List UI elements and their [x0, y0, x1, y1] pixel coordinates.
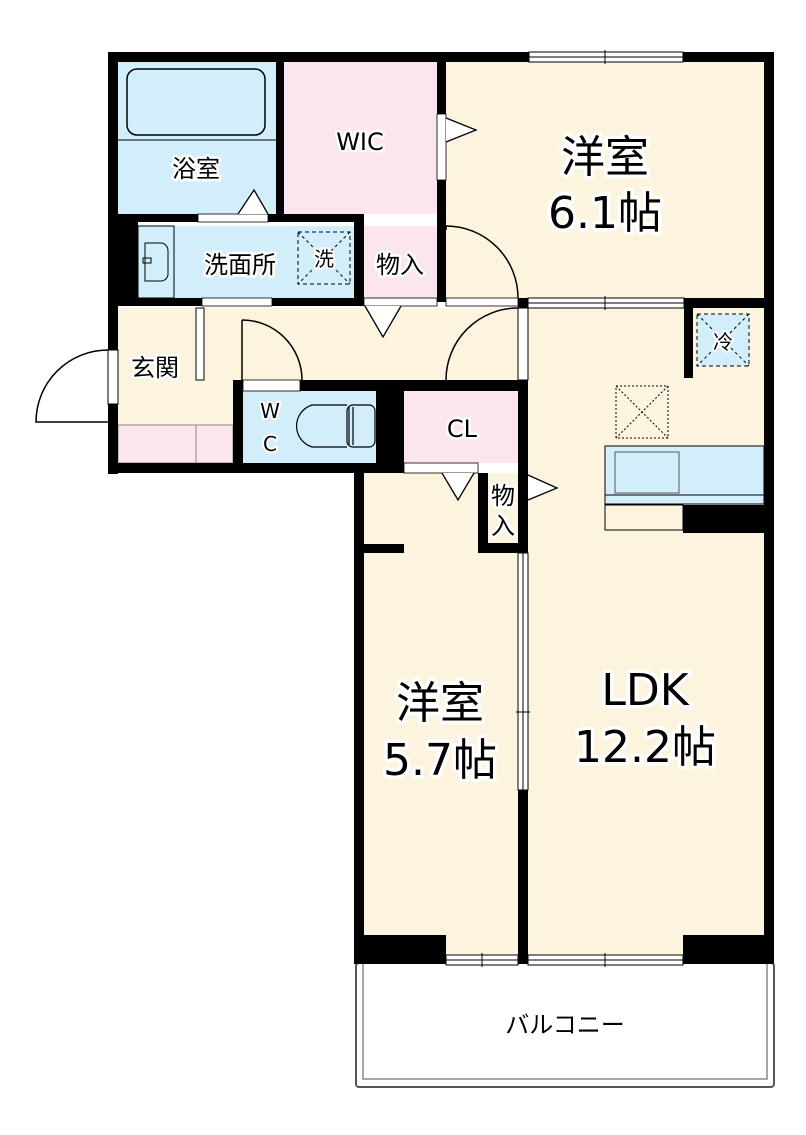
western-room-2-floor	[364, 473, 518, 963]
door-markers	[237, 117, 559, 502]
windows	[107, 50, 685, 967]
balcony	[355, 962, 775, 1088]
ldk-name: LDK	[601, 665, 689, 716]
bathroom-label: 浴室	[172, 155, 220, 183]
western-room-2-size: 5.7帖	[383, 735, 497, 786]
toilet-fixture	[296, 404, 376, 448]
balcony-label: バルコニー	[505, 1011, 625, 1039]
ldk-size: 12.2帖	[574, 722, 716, 773]
western-room-1-size: 6.1帖	[548, 188, 662, 239]
western-room-1-floor	[446, 62, 764, 298]
sink	[137, 225, 175, 299]
toilet-label-c: C	[263, 432, 277, 456]
bathtub	[126, 68, 266, 136]
closet-floor	[404, 391, 518, 463]
washer-label: 洗	[314, 247, 334, 271]
washer-space	[297, 231, 351, 285]
closet-label: CL	[447, 415, 478, 443]
shoe-cabinet	[117, 424, 234, 464]
wic-label: WIC	[336, 128, 384, 156]
door-swings	[35, 225, 519, 423]
fridge-space	[696, 313, 750, 367]
western-room-1-name: 洋室	[561, 132, 649, 183]
toilet-label-w: W	[260, 399, 280, 423]
storage-mid-label-2: 入	[491, 512, 515, 540]
ldk-floor	[528, 308, 764, 963]
entrance-label: 玄関	[131, 354, 179, 382]
fridge-label: 冷	[713, 330, 733, 354]
walls	[108, 52, 774, 964]
wic-floor	[283, 62, 437, 214]
western-room-2-name: 洋室	[396, 678, 484, 729]
ceiling-mark	[615, 385, 669, 439]
washroom-label: 洗面所	[204, 251, 276, 279]
storage-top-floor	[364, 226, 437, 298]
storage-mid-label-1: 物	[491, 482, 515, 510]
kitchen-counter	[604, 445, 765, 531]
storage-top-label: 物入	[376, 251, 424, 279]
